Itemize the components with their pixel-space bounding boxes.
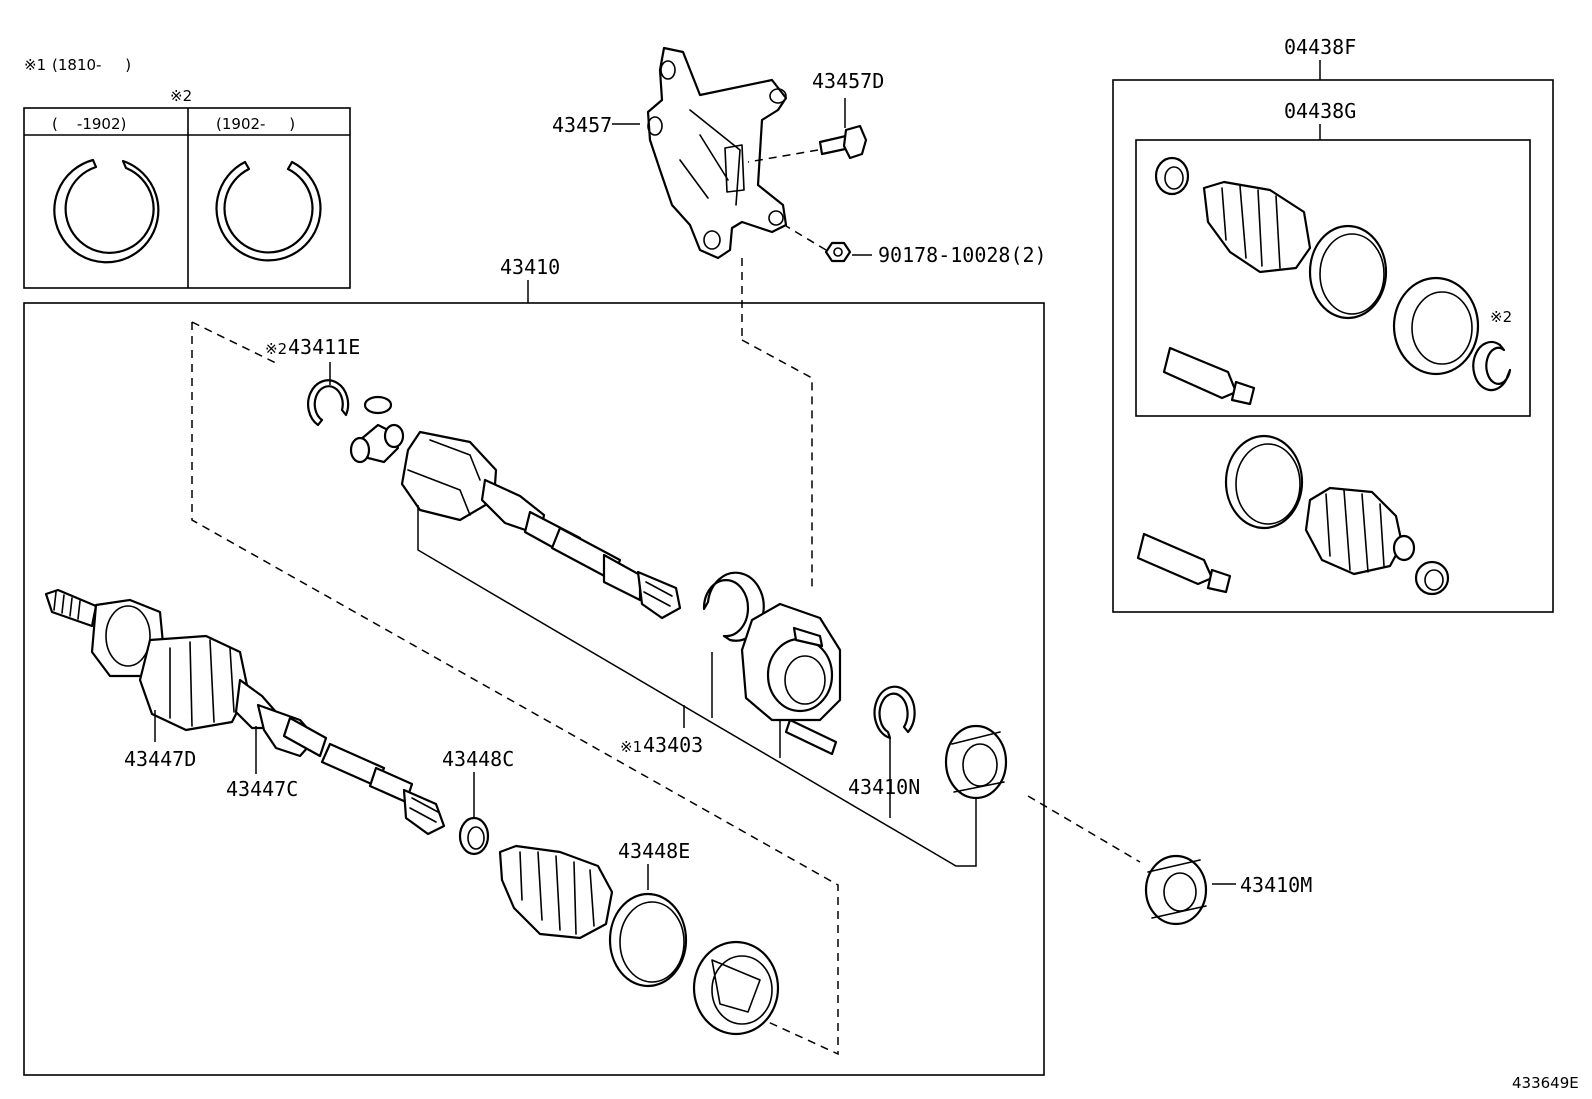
note-mark-2: ※2 bbox=[170, 87, 192, 105]
snap-ring-43403-icon bbox=[702, 571, 765, 642]
dust-seal bbox=[944, 724, 1008, 800]
label-90178: 90178-10028(2) bbox=[878, 243, 1047, 267]
label-43457d: 43457D bbox=[812, 69, 884, 93]
kit-small-clamp-icon bbox=[1414, 560, 1450, 596]
oil-seal-43410m: 43410M bbox=[1027, 795, 1312, 926]
inboard-boot-icon bbox=[498, 844, 614, 940]
note-mark-1: ※1 bbox=[24, 56, 46, 74]
tripod-joint bbox=[349, 395, 405, 464]
oil-seal-icon bbox=[1144, 854, 1208, 926]
inboard-boot bbox=[498, 844, 614, 940]
variant-col1-header: ( -1902) bbox=[52, 115, 126, 133]
boot-band-icon bbox=[608, 892, 688, 988]
label-43403-mark: ※1 bbox=[620, 738, 642, 756]
kit-outboard-boot-icon bbox=[1304, 486, 1404, 576]
variant-col2-header: (1902- ) bbox=[216, 115, 295, 133]
label-43410: 43410 bbox=[500, 255, 560, 279]
bolt-43457d: 43457D bbox=[747, 69, 884, 163]
joint-cup bbox=[692, 940, 780, 1036]
variant-note: ※1 (1810- ) ※2 ( -1902) (1902- ) bbox=[23, 56, 351, 289]
snap-ring-43410n-icon bbox=[873, 685, 916, 740]
inboard-joint-shaft bbox=[400, 430, 682, 620]
bearing-43403 bbox=[702, 571, 842, 756]
label-43457: 43457 bbox=[552, 113, 612, 137]
snap-ring-43411e: ※2 43411E bbox=[265, 335, 360, 427]
label-kit-mark: ※2 bbox=[1490, 308, 1512, 326]
label-43447c: 43447C bbox=[226, 777, 298, 801]
outboard-shaft bbox=[282, 716, 446, 836]
snap-ring-43410n: 43410N bbox=[848, 685, 920, 799]
inboard-joint-housing-icon bbox=[400, 430, 498, 522]
kit-joint-cup-icon bbox=[1392, 276, 1480, 376]
label-43403: 43403 bbox=[643, 733, 703, 757]
snap-ring-late-icon bbox=[215, 160, 322, 262]
label-43410n: 43410N bbox=[848, 775, 920, 799]
label-43411e-mark: ※2 bbox=[265, 340, 287, 358]
bracket-icon bbox=[646, 46, 788, 260]
shaft-section-icon bbox=[282, 716, 328, 758]
kit-grease-tube-2-icon bbox=[1136, 532, 1214, 586]
figure-id: 433649E bbox=[1512, 1074, 1579, 1092]
snap-ring-early-icon bbox=[53, 158, 160, 264]
snap-ring-icon bbox=[307, 379, 350, 427]
band-43448e: 43448E bbox=[608, 839, 690, 988]
outboard-joint: 43447D 43447C bbox=[44, 588, 318, 801]
kit-04438f-box bbox=[1112, 79, 1554, 613]
clamp-icon bbox=[458, 816, 490, 856]
label-43448c: 43448C bbox=[442, 747, 514, 771]
label-04438f: 04438F bbox=[1284, 35, 1356, 59]
variant-table bbox=[23, 107, 351, 289]
joint-cup-icon bbox=[692, 940, 780, 1036]
note-range-1: (1810- ) bbox=[52, 56, 131, 74]
label-04438g: 04438G bbox=[1284, 99, 1356, 123]
kit-04438g-box bbox=[1135, 139, 1531, 417]
label-43448e: 43448E bbox=[618, 839, 690, 863]
kit-grease-tube-icon bbox=[1162, 346, 1238, 400]
clamp-43448c: 43448C bbox=[442, 747, 514, 856]
kit-outer-band-icon bbox=[1224, 434, 1304, 530]
nut-icon bbox=[824, 241, 852, 263]
nut-90178: 90178-10028(2) bbox=[785, 225, 1047, 267]
kit-band-icon bbox=[1308, 224, 1388, 320]
outboard-boot-icon bbox=[138, 634, 250, 732]
label-43410m: 43410M bbox=[1240, 873, 1312, 897]
boot-kit-04438f: 04438F 04438G ※2 bbox=[1112, 35, 1554, 613]
kit-inboard-boot-icon bbox=[1202, 180, 1312, 274]
bearing-bracket-43457: 43457 bbox=[552, 46, 788, 260]
driveshaft-assembly-box bbox=[23, 302, 1045, 1076]
kit-snap-ring-icon bbox=[1472, 340, 1512, 392]
label-43411e: 43411E bbox=[288, 335, 360, 359]
label-43447d: 43447D bbox=[124, 747, 196, 771]
